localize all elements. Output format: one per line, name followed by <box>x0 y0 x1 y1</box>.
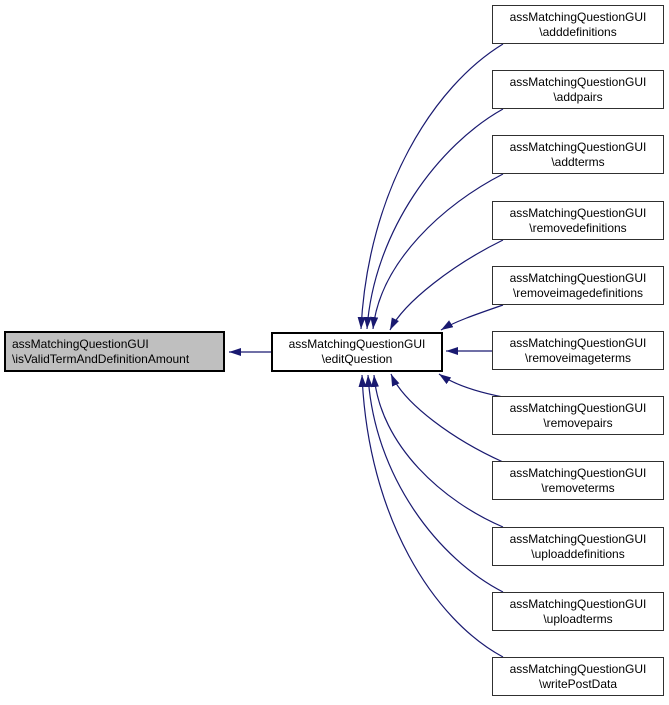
node-method-label: \isValidTermAndDefinitionAmount <box>12 351 190 366</box>
node-method-label: \removedefinitions <box>529 220 627 235</box>
node-class-label: assMatchingQuestionGUI <box>509 531 647 546</box>
node-method-label: \editQuestion <box>321 352 393 366</box>
node-uploadterms[interactable]: assMatchingQuestionGUI \uploadterms <box>492 592 664 631</box>
node-class-label: assMatchingQuestionGUI <box>509 400 647 415</box>
node-removeimagedefinitions[interactable]: assMatchingQuestionGUI \removeimagedefin… <box>492 266 664 305</box>
node-addpairs[interactable]: assMatchingQuestionGUI \addpairs <box>492 70 664 109</box>
node-method-label: \adddefinitions <box>539 24 617 39</box>
node-class-label: assMatchingQuestionGUI <box>288 337 426 351</box>
node-method-label: \removeimageterms <box>524 350 632 365</box>
edge-adddefinitions-to-editQuestion <box>357 43 504 330</box>
node-uploaddefinitions[interactable]: assMatchingQuestionGUI \uploaddefinition… <box>492 527 664 566</box>
node-isValidTermAndDefinitionAmount: assMatchingQuestionGUI \isValidTermAndDe… <box>4 331 225 372</box>
node-method-label: \removeterms <box>541 480 615 495</box>
node-class-label: assMatchingQuestionGUI <box>509 270 647 285</box>
node-adddefinitions[interactable]: assMatchingQuestionGUI \adddefinitions <box>492 5 664 44</box>
node-method-label: \addpairs <box>553 89 603 104</box>
node-writePostData[interactable]: assMatchingQuestionGUI \writePostData <box>492 657 664 696</box>
node-class-label: assMatchingQuestionGUI <box>509 465 647 480</box>
node-class-label: assMatchingQuestionGUI <box>509 661 647 676</box>
node-method-label: \uploaddefinitions <box>531 546 625 561</box>
edge-removeterms-to-editQuestion <box>390 373 504 463</box>
node-removeimageterms[interactable]: assMatchingQuestionGUI \removeimageterms <box>492 331 664 370</box>
node-method-label: \writePostData <box>538 676 618 691</box>
edge-removepairs-to-editQuestion <box>438 373 504 398</box>
node-addterms[interactable]: assMatchingQuestionGUI \addterms <box>492 135 664 174</box>
node-class-label: assMatchingQuestionGUI <box>12 336 149 351</box>
node-class-label: assMatchingQuestionGUI <box>509 74 647 89</box>
node-class-label: assMatchingQuestionGUI <box>509 596 647 611</box>
node-removeterms[interactable]: assMatchingQuestionGUI \removeterms <box>492 461 664 500</box>
node-class-label: assMatchingQuestionGUI <box>509 205 647 220</box>
edge-addpairs-to-editQuestion <box>363 108 504 330</box>
node-editQuestion[interactable]: assMatchingQuestionGUI \editQuestion <box>271 332 443 372</box>
node-removedefinitions[interactable]: assMatchingQuestionGUI \removedefinition… <box>492 201 664 240</box>
node-method-label: \removepairs <box>543 415 613 430</box>
node-removepairs[interactable]: assMatchingQuestionGUI \removepairs <box>492 396 664 435</box>
edge-removeimagedefinitions-to-editQuestion <box>440 304 504 331</box>
edge-removedefinitions-to-editQuestion <box>389 239 504 331</box>
node-class-label: assMatchingQuestionGUI <box>509 139 647 154</box>
edge-uploaddefinitions-to-editQuestion <box>371 374 504 528</box>
node-method-label: \removeimagedefinitions <box>512 285 644 300</box>
edge-writePostData-to-editQuestion <box>358 374 504 658</box>
node-class-label: assMatchingQuestionGUI <box>509 335 647 350</box>
node-method-label: \addterms <box>551 154 605 169</box>
node-class-label: assMatchingQuestionGUI <box>509 9 647 24</box>
edge-uploadterms-to-editQuestion <box>364 374 504 593</box>
node-method-label: \uploadterms <box>543 611 613 626</box>
edge-addterms-to-editQuestion <box>370 173 504 330</box>
